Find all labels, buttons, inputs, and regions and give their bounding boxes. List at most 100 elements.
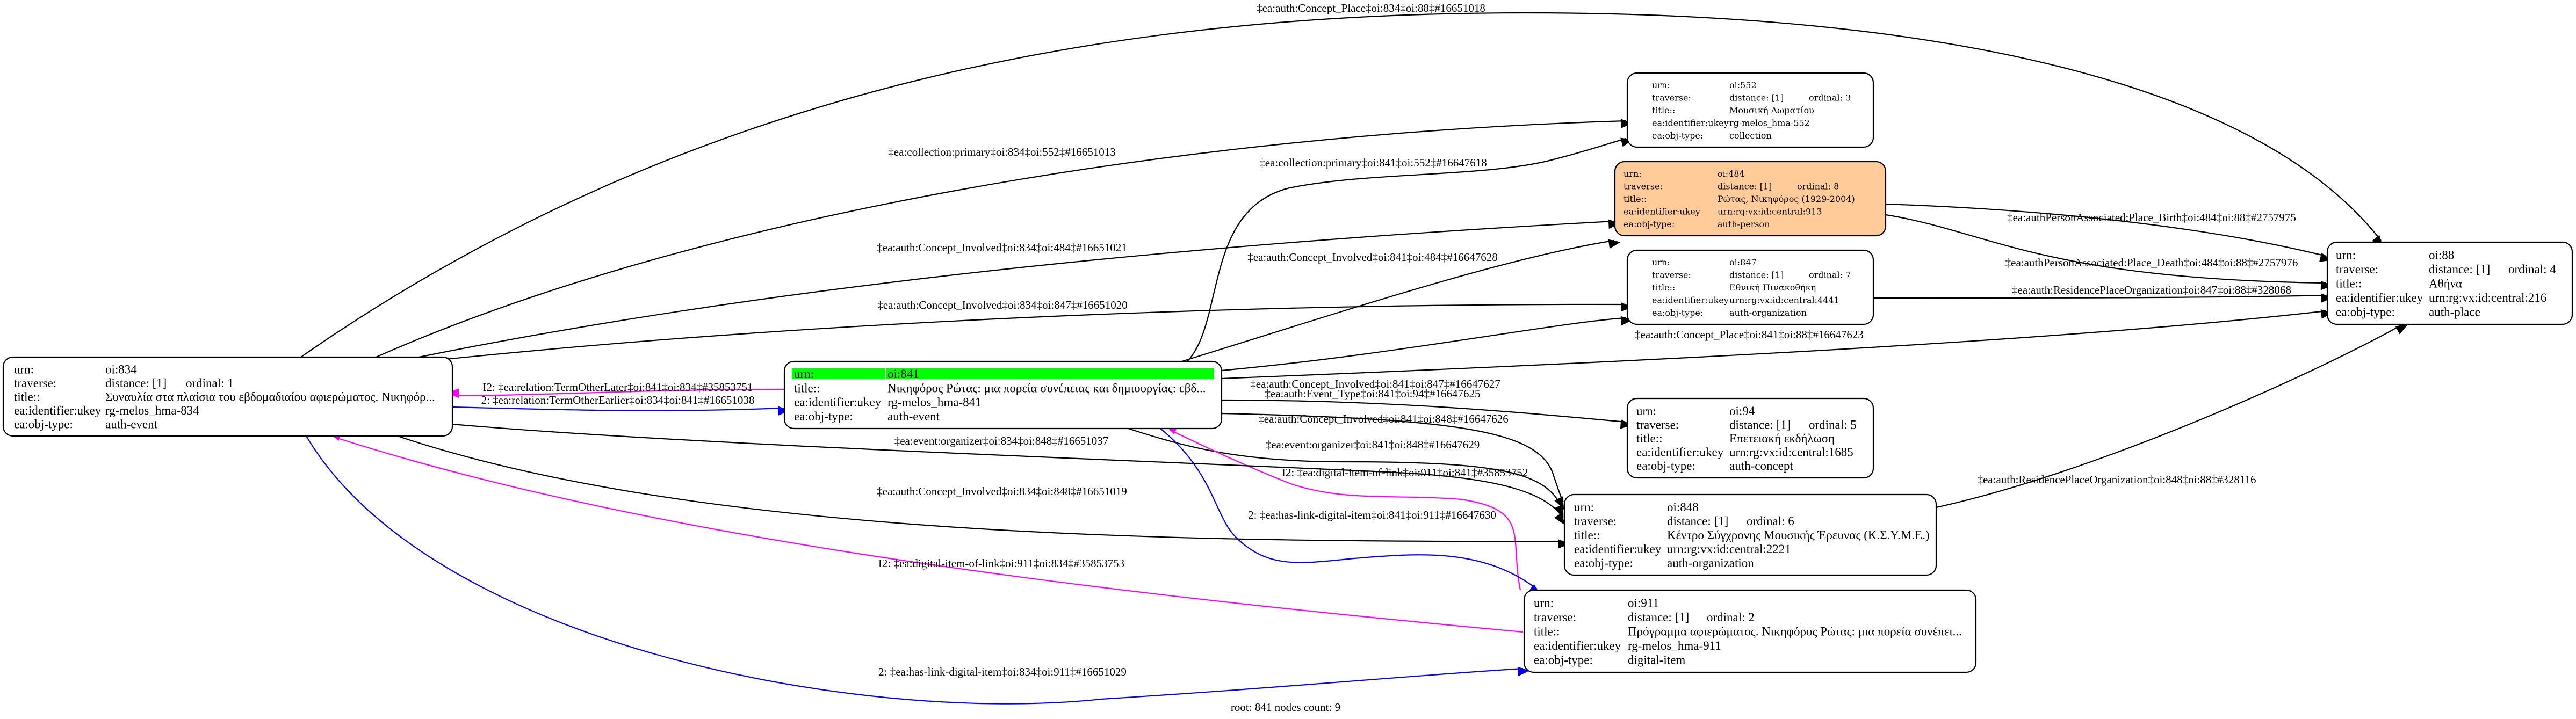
edge-label: 2: ‡ea:relation:TermOtherEarlier‡oi:834‡… [481, 394, 755, 406]
node-row-label: ea:obj-type: [794, 410, 853, 423]
node-box[interactable] [1563, 493, 1937, 576]
node-row-label: traverse: [14, 376, 56, 390]
node-row-value: oi:911 [1628, 596, 1659, 609]
root-highlight-cell [886, 368, 1214, 380]
node-row-value: Κέντρο Σύγχρονης Μουσικής Έρευνας (Κ.Σ.Υ… [1667, 528, 1930, 542]
edge-834-to-911: 2: ‡ea:has-link-digital-item‡oi:834‡oi:9… [306, 435, 1530, 705]
node-row-value: auth-event [887, 410, 940, 423]
edge-841-to-88: ‡ea:auth:Concept_Place‡oi:841‡oi:88‡#166… [1221, 309, 2333, 380]
node-box[interactable] [2, 356, 453, 437]
edge-484-to-88: ‡ea:authPersonAssociated:Place_Birth‡oi:… [1885, 203, 2332, 262]
edge-label: 2: ‡ea:has-link-digital-item‡oi:834‡oi:9… [878, 665, 1127, 678]
edge-line [1221, 309, 2333, 380]
node-row-label: urn: [14, 363, 34, 376]
edge-834-to-841: 2: ‡ea:relation:TermOtherEarlier‡oi:834‡… [452, 394, 790, 416]
edge-834-to-88: ‡ea:auth:Concept_Place‡oi:834‡oi:88‡#166… [300, 2, 2383, 358]
node-row-value: auth-event [105, 417, 158, 431]
node-row-label: title:: [1534, 625, 1560, 638]
node-row-value: auth-organization [1729, 308, 1807, 318]
node-row-value: collection [1729, 130, 1772, 141]
node-row-value: distance: [1] [1729, 92, 1784, 103]
edge-834-to-848: ‡ea:auth:Concept_Involved‡oi:834‡oi:848‡… [397, 435, 1570, 549]
edge-841-to-484: ‡ea:auth:Concept_Involved‡oi:841‡oi:484‡… [1181, 239, 1621, 362]
node-row-value: oi:834 [105, 363, 137, 376]
node-box[interactable] [1626, 249, 1874, 325]
node-row-value: Νικηφόρος Ρώτας: μια πορεία συνέπειας κα… [887, 381, 1206, 395]
node-row-label: title:: [1652, 282, 1675, 293]
node-row-label: title:: [2336, 277, 2362, 290]
edge-line [329, 432, 1524, 633]
node-row-label: urn: [1636, 404, 1656, 418]
node-row-ordinal: ordinal: 7 [1809, 270, 1851, 280]
node-row-label: ea:obj-type: [1636, 459, 1695, 473]
node-row-label: ea:obj-type: [1623, 219, 1675, 229]
node-row-value: urn:rg:vx:id:central:2221 [1667, 542, 1791, 556]
edge-line [1936, 324, 2408, 509]
node-row-label: urn: [1623, 169, 1642, 179]
node-row-ordinal: ordinal: 1 [186, 376, 234, 390]
node-row-value: Πρόγραμμα αφιερώματος. Νικηφόρος Ρώτας: … [1628, 625, 1962, 638]
node-box[interactable] [1614, 161, 1887, 237]
node-row-label: urn: [1574, 500, 1594, 514]
node-row-label: ea:identifier:ukey [794, 396, 882, 409]
edges-layer: ‡ea:auth:Concept_Place‡oi:834‡oi:88‡#166… [300, 2, 2408, 705]
edge-line [452, 406, 790, 416]
node-row-value: distance: [1] [1628, 611, 1689, 624]
edge-line [376, 119, 1633, 358]
node-row-value: oi:88 [2429, 248, 2454, 262]
node-row-value: Μουσική Δωματίου [1729, 105, 1814, 115]
node-row-label: urn: [794, 367, 814, 381]
node-box[interactable] [2326, 241, 2573, 325]
edge-line [1221, 316, 1633, 372]
node-row-value: rg-melos_hma-841 [887, 396, 982, 409]
node-row-label: traverse: [1652, 270, 1691, 280]
node-row-label: ea:obj-type: [2336, 306, 2395, 319]
node-row-label: ea:obj-type: [1652, 130, 1703, 141]
root-highlight-cell [792, 368, 885, 380]
edge-834-to-552: ‡ea:collection:primary‡oi:834‡oi:552‡#16… [376, 119, 1633, 358]
node-row-label: traverse: [2336, 263, 2378, 276]
edge-label: ‡ea:authPersonAssociated:Place_Birth‡oi:… [2007, 211, 2296, 224]
edge-label: ‡ea:auth:ResidencePlaceOrganization‡oi:8… [1977, 473, 2256, 486]
node-row-label: ea:identifier:ukey [1652, 118, 1729, 128]
node-row-label: traverse: [1636, 418, 1679, 431]
node-row-ordinal: ordinal: 5 [1809, 418, 1857, 431]
node-row-value: rg-melos_hma-911 [1628, 639, 1721, 652]
node-row-label: urn: [2336, 248, 2356, 262]
node-row-value: distance: [1] [1667, 514, 1728, 528]
node-row-label: ea:obj-type: [1652, 308, 1703, 318]
node-row-value: distance: [1] [1729, 418, 1791, 431]
node-row-label: title:: [1652, 105, 1675, 115]
edge-label: ‡ea:auth:Concept_Place‡oi:841‡oi:88‡#166… [1635, 328, 1864, 341]
node-row-label: title:: [794, 381, 820, 395]
node-row-value: digital-item [1628, 653, 1685, 667]
node-row-value: auth-concept [1729, 459, 1793, 473]
node-row-value: Ρώτας, Νικηφόρος (1929-2004) [1718, 194, 1855, 204]
node-row-value: Συναυλία στα πλαίσια του εβδομαδιαίου αφ… [105, 390, 435, 404]
edge-label: 2: ‡ea:has-link-digital-item‡oi:841‡oi:9… [1248, 509, 1496, 521]
node-row-label: ea:identifier:ukey [1534, 639, 1621, 652]
node-row-label: title:: [1636, 432, 1663, 445]
node-box[interactable] [1626, 72, 1874, 148]
edge-line [1885, 203, 2332, 262]
edge-label: ‡ea:authPersonAssociated:Place_Death‡oi:… [2005, 256, 2298, 269]
node-row-label: ea:identifier:ukey [14, 404, 102, 417]
node-box[interactable] [1523, 589, 1977, 673]
node-row-ordinal: ordinal: 2 [1707, 611, 1755, 624]
edge-label: ‡ea:auth:Concept_Involved‡oi:834‡oi:847‡… [877, 299, 1127, 311]
edge-label: ‡ea:event:organizer‡oi:834‡oi:848‡#16651… [894, 434, 1109, 447]
node-box[interactable] [1626, 397, 1874, 479]
edge-line [1187, 137, 1633, 362]
node-row-ordinal: ordinal: 4 [2508, 263, 2556, 276]
node-row-label: ea:identifier:ukey [1652, 295, 1729, 306]
edge-841-to-848: ‡ea:event:organizer‡oi:841‡oi:848‡#16647… [1128, 427, 1564, 517]
